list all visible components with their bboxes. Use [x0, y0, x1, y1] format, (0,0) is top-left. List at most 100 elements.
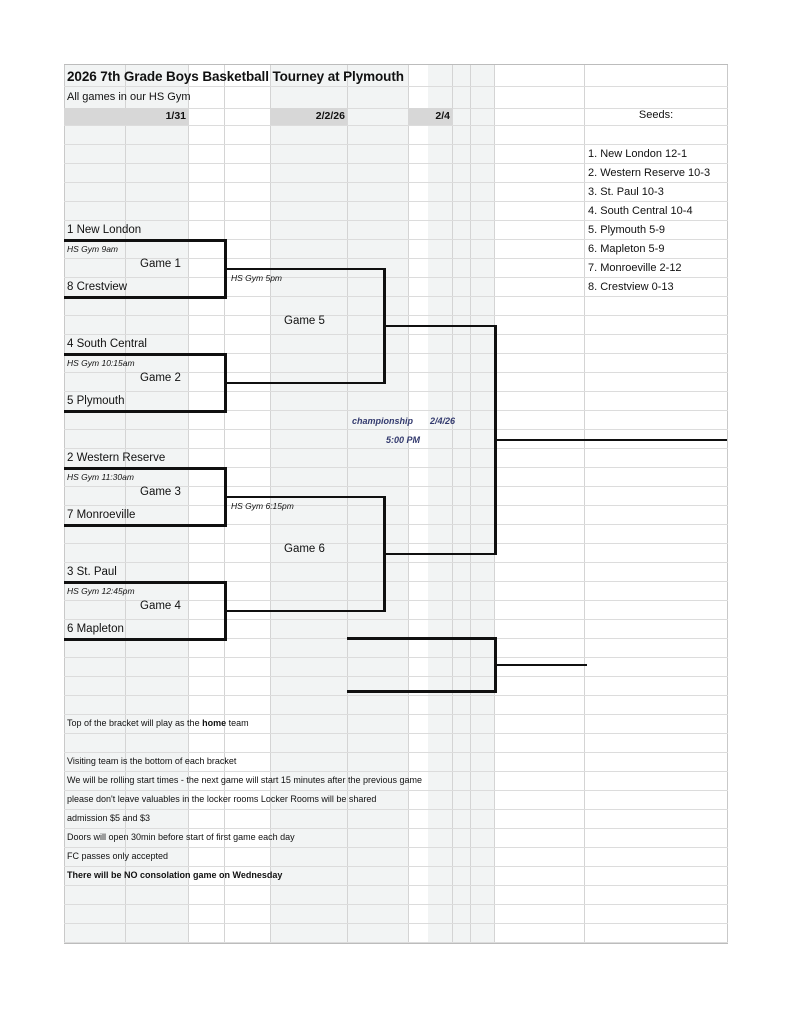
- grid-line-horizontal: [64, 467, 728, 468]
- bracket-line-top: [64, 581, 224, 584]
- bracket-game-time: HS Gym 5pm: [231, 272, 283, 283]
- grid-line-horizontal: [64, 353, 728, 354]
- grid-line-horizontal: [64, 847, 728, 848]
- grid-line-vertical: [470, 64, 471, 944]
- bracket-line-bottom: [64, 296, 224, 299]
- grid-line-horizontal: [64, 943, 728, 944]
- round-date-label: 2/4: [435, 110, 450, 122]
- bracket-line-top: [64, 467, 224, 470]
- bracket-line-top: [64, 353, 224, 356]
- grid-line-horizontal: [64, 828, 728, 829]
- grid-line-horizontal: [64, 486, 728, 487]
- bracket-line-bottom: [64, 638, 224, 641]
- bracket-game-time: HS Gym 6:15pm: [231, 500, 294, 511]
- grid-line-horizontal: [64, 752, 728, 753]
- grid-line-horizontal: [64, 64, 728, 65]
- seeds-heading: Seeds:: [638, 109, 674, 121]
- grid-line-horizontal: [64, 429, 728, 430]
- footer-note: Doors will open 30min before start of fi…: [67, 832, 295, 842]
- grid-line-horizontal: [64, 334, 728, 335]
- bracket-team-bottom: 7 Monroeville: [67, 509, 136, 521]
- grid-line-horizontal: [64, 239, 728, 240]
- championship-line-bottom: [383, 552, 494, 556]
- grid-line-horizontal: [64, 695, 728, 696]
- grid-line-horizontal: [64, 562, 728, 563]
- tournament-bracket-sheet: 2026 7th Grade Boys Basketball Tourney a…: [64, 64, 728, 944]
- footer-note: Visiting team is the bottom of each brac…: [67, 756, 237, 766]
- footer-note: There will be NO consolation game on Wed…: [67, 870, 283, 880]
- bracket-game-time: HS Gym 10:15am: [67, 358, 135, 368]
- seed-list-item: 1. New London 12-1: [588, 148, 688, 160]
- grid-line-horizontal: [64, 86, 728, 87]
- column-shading: [471, 64, 494, 944]
- footer-note: FC passes only accepted: [67, 851, 169, 861]
- round-date-header-2: 2/2/26: [270, 108, 348, 125]
- grid-line-horizontal: [64, 809, 728, 810]
- bracket-line-top: [224, 267, 383, 271]
- grid-line-horizontal: [64, 182, 728, 183]
- grid-line-vertical: [64, 64, 65, 944]
- grid-line-horizontal: [64, 277, 728, 278]
- subtitle-venue: All games in our HS Gym: [67, 91, 191, 103]
- grid-line-horizontal: [64, 771, 728, 772]
- bracket-line-top: [224, 495, 383, 499]
- column-shading: [348, 64, 408, 944]
- grid-line-horizontal: [64, 866, 728, 867]
- grid-line-horizontal: [64, 600, 728, 601]
- bracket-game-label: Game 3: [140, 485, 181, 498]
- footer-note: Top of the bracket will play as the home…: [67, 718, 249, 728]
- grid-line-vertical: [727, 64, 728, 944]
- seed-list-item: 3. St. Paul 10-3: [588, 186, 664, 198]
- grid-line-horizontal: [64, 296, 728, 297]
- seed-list-item: 6. Mapleton 5-9: [588, 243, 665, 255]
- grid-line-horizontal: [64, 372, 728, 373]
- grid-line-horizontal: [64, 201, 728, 202]
- grid-line-vertical: [408, 64, 409, 944]
- grid-line-horizontal: [64, 733, 728, 734]
- grid-line-horizontal: [64, 923, 728, 924]
- grid-line-horizontal: [64, 391, 728, 392]
- grid-line-horizontal: [64, 676, 728, 677]
- seed-list-item: 7. Monroeville 2-12: [588, 262, 682, 274]
- grid-line-horizontal: [64, 410, 728, 411]
- grid-line-horizontal: [64, 505, 728, 506]
- grid-line-horizontal: [64, 790, 728, 791]
- grid-line-vertical: [125, 64, 126, 944]
- seed-list-item: 5. Plymouth 5-9: [588, 224, 666, 236]
- grid-line-horizontal: [64, 315, 728, 316]
- footer-note: please don't leave valuables in the lock…: [67, 794, 377, 804]
- seed-list-item: 4. South Central 10-4: [588, 205, 693, 217]
- column-shading: [428, 64, 470, 944]
- grid-line-vertical: [270, 64, 271, 944]
- bracket-team-bottom: 6 Mapleton: [67, 623, 124, 635]
- seed-list-item: 8. Crestview 0-13: [588, 281, 674, 293]
- bracket-team-top: 2 Western Reserve: [67, 452, 166, 464]
- grid-line-horizontal: [64, 144, 728, 145]
- round-date-header-1: 1/31: [64, 108, 189, 125]
- grid-line-horizontal: [64, 108, 728, 109]
- bracket-line-top: [64, 239, 224, 242]
- blank-bracket-winner-line: [494, 663, 587, 667]
- bracket-game-time: HS Gym 11:30am: [67, 472, 134, 482]
- column-shading: [64, 64, 125, 944]
- grid-line-horizontal: [64, 904, 728, 905]
- bracket-team-top: 4 South Central: [67, 338, 147, 350]
- grid-line-vertical: [584, 64, 585, 944]
- bracket-line-bottom: [224, 609, 383, 613]
- championship-line-top: [383, 324, 494, 328]
- bracket-game-label: Game 1: [140, 257, 181, 270]
- bracket-line-bottom: [64, 524, 224, 527]
- bracket-game-time: HS Gym 12:45pm: [67, 586, 135, 596]
- bracket-game-label: Game 6: [284, 542, 325, 555]
- grid-line-vertical: [347, 64, 348, 944]
- bracket-game-label: Game 5: [284, 314, 325, 327]
- bracket-team-top: 3 St. Paul: [67, 566, 117, 578]
- grid-line-horizontal: [64, 258, 728, 259]
- bracket-team-bottom: 8 Crestview: [67, 281, 128, 293]
- grid-line-horizontal: [64, 581, 728, 582]
- bracket-game-label: Game 2: [140, 371, 181, 384]
- championship-label: championship: [352, 416, 414, 426]
- grid-line-horizontal: [64, 942, 728, 943]
- bracket-team-top: 1 New London: [67, 224, 142, 236]
- grid-line-horizontal: [64, 885, 728, 886]
